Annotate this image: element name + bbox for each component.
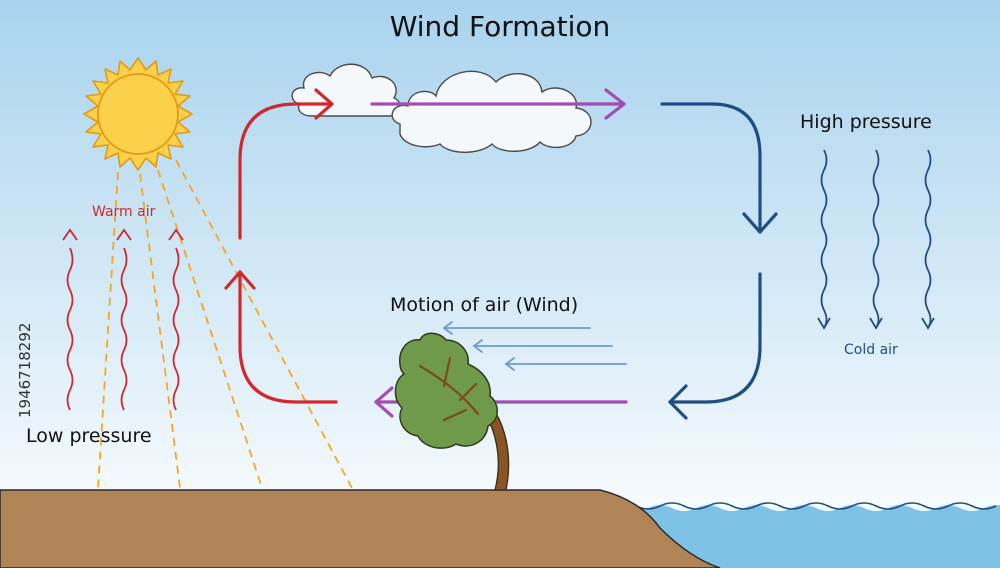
side-id-text: 1946718292 (16, 323, 34, 418)
tree-icon (394, 332, 510, 491)
water (600, 505, 1000, 568)
cold-air-label: Cold air (844, 342, 898, 358)
high-pressure-label: High pressure (800, 111, 932, 133)
ground (0, 489, 721, 568)
cold-air-arrows (817, 149, 935, 330)
sun-rays (97, 159, 353, 489)
wind-motion-arrows (442, 321, 627, 371)
upper-air-flow-arrow (370, 88, 626, 120)
water-surface-line (611, 502, 997, 510)
low-pressure-label: Low pressure (26, 425, 152, 447)
warm-air-label: Warm air (92, 204, 156, 220)
sun-icon (83, 57, 193, 171)
warm-air-rising-loop (224, 88, 338, 404)
warm-air-arrows (62, 228, 184, 411)
motion-of-air-label: Motion of air (Wind) (390, 294, 578, 316)
page-title: Wind Formation (390, 10, 611, 43)
cold-air-sinking-loop (660, 102, 778, 420)
